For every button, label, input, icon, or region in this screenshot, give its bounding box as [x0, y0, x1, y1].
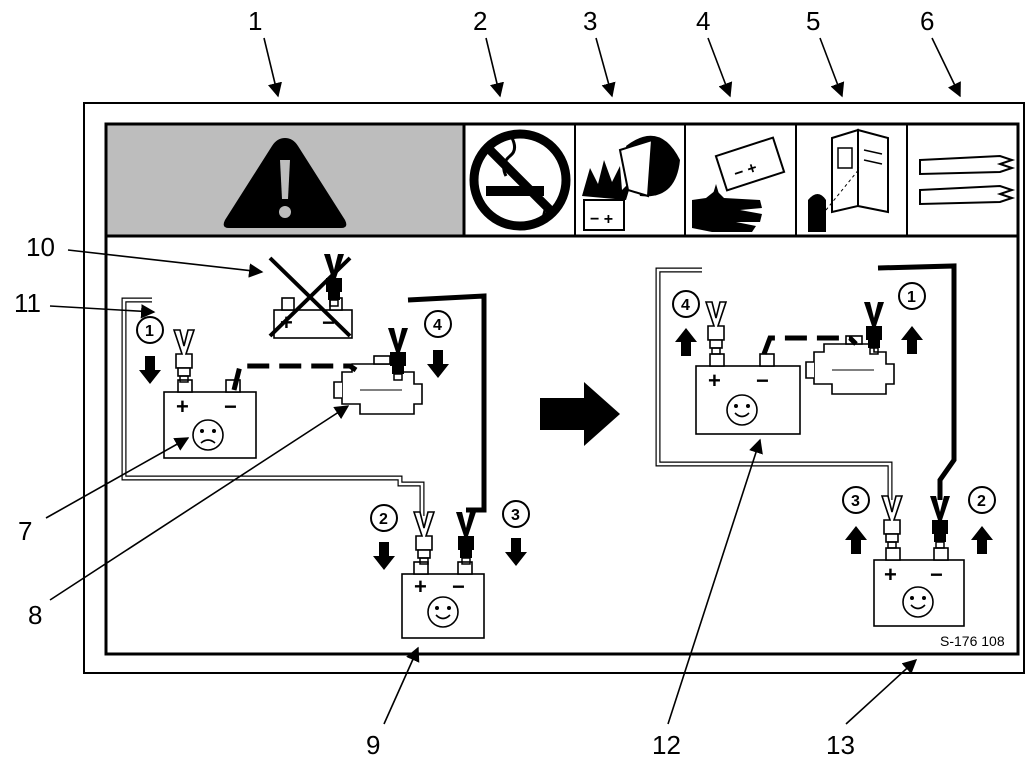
discharged-battery [163, 379, 257, 459]
callout-number: 3 [583, 6, 597, 36]
battery-plus-sign: + [176, 394, 189, 419]
disconnect-sequence-diagram: + − + − 4 1 3 2 [655, 263, 996, 627]
step-badge [370, 504, 398, 532]
prohibited-connection-symbol [268, 253, 353, 339]
protective-gloves-icon [919, 154, 1016, 206]
step-badge [842, 486, 870, 514]
charged-battery [695, 353, 801, 435]
step-number: 4 [433, 317, 442, 334]
battery-explosion-face-shield-icon: − + [582, 135, 680, 231]
callout-number: 10 [26, 232, 55, 262]
step-number: 3 [851, 493, 860, 510]
no-smoking-icon [469, 129, 571, 231]
battery-plus-sign: + [414, 574, 427, 599]
callout-number: 12 [652, 730, 681, 760]
callout-number: 7 [18, 516, 32, 546]
booster-battery-right [873, 547, 965, 627]
callout-number: 5 [806, 6, 820, 36]
decal-part-code: S-176 108 [940, 633, 1005, 649]
step-number: 2 [379, 511, 388, 528]
step-number: 2 [977, 493, 986, 510]
step-badge [968, 486, 996, 514]
battery-minus-sign: − [756, 368, 769, 393]
callout-number: 9 [366, 730, 380, 760]
callout-number: 8 [28, 600, 42, 630]
warning-triangle-icon [223, 138, 347, 228]
battery-minus-sign: − [452, 574, 465, 599]
callout-number: 6 [920, 6, 934, 36]
step-number: 1 [907, 289, 916, 306]
svg-text:− +: − + [590, 211, 613, 228]
svg-text:− +: − + [732, 160, 759, 183]
callout-number: 4 [696, 6, 710, 36]
read-manual-icon [808, 128, 889, 232]
callout-number: 13 [826, 730, 855, 760]
step-badge [672, 290, 700, 318]
step-badge [424, 310, 452, 338]
callout-leaders [45, 37, 961, 725]
callout-number: 2 [473, 6, 487, 36]
booster-battery-left [401, 561, 485, 639]
battery-plus-sign: + [280, 310, 293, 335]
connect-sequence-diagram: + − + − + − [121, 253, 530, 639]
step-badge [898, 282, 926, 310]
battery-minus-sign: − [930, 562, 943, 587]
battery-minus-sign: − [224, 394, 237, 419]
step-number: 1 [145, 323, 154, 340]
step-badge [502, 500, 530, 528]
sequence-arrow-icon [540, 382, 620, 446]
callout-number: 1 [248, 6, 262, 36]
step-number: 3 [511, 507, 520, 524]
battery-acid-hand-icon: − + [692, 136, 786, 232]
callout-number: 11 [14, 288, 41, 318]
battery-plus-sign: + [884, 562, 897, 587]
battery-plus-sign: + [708, 368, 721, 393]
battery-minus-sign: − [322, 310, 335, 335]
step-number: 4 [681, 297, 690, 314]
